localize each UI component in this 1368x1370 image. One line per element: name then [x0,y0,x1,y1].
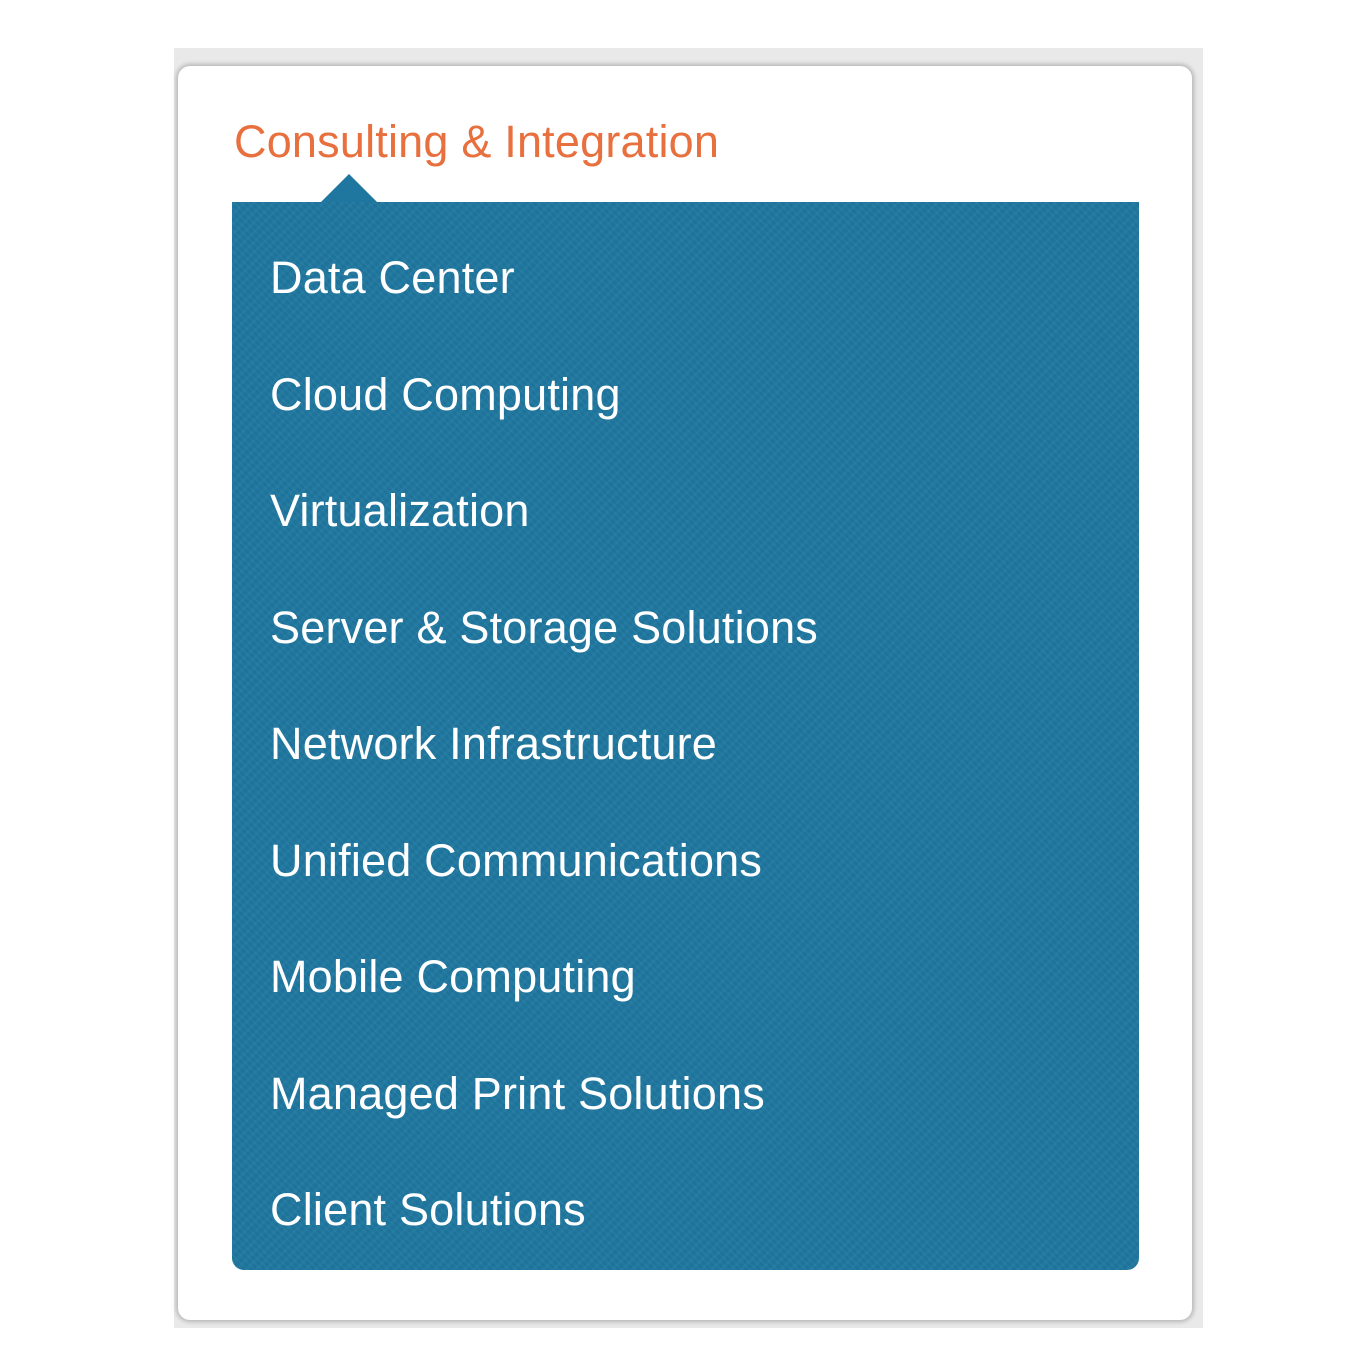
menu-item-label: Network Infrastructure [270,718,718,770]
menu-item-label: Mobile Computing [270,951,636,1003]
menu-item-cloud-computing[interactable]: Cloud Computing [232,337,1139,454]
menu-title-link[interactable]: Consulting & Integration [234,116,720,167]
menu-item-unified-communications[interactable]: Unified Communications [232,803,1139,920]
menu-item-label: Managed Print Solutions [270,1067,765,1119]
panel-pointer-arrow [320,174,378,203]
menu-item-label: Data Center [270,252,515,304]
submenu-list: Data Center Cloud Computing Virtualizati… [232,202,1139,1269]
menu-item-managed-print-solutions[interactable]: Managed Print Solutions [232,1036,1139,1153]
menu-item-server-storage-solutions[interactable]: Server & Storage Solutions [232,570,1139,687]
menu-item-virtualization[interactable]: Virtualization [232,453,1139,570]
menu-item-client-solutions[interactable]: Client Solutions [232,1152,1139,1269]
menu-item-mobile-computing[interactable]: Mobile Computing [232,919,1139,1036]
menu-item-network-infrastructure[interactable]: Network Infrastructure [232,686,1139,803]
menu-item-data-center[interactable]: Data Center [232,220,1139,337]
dropdown-card: Consulting & Integration Data Center Clo… [178,66,1192,1320]
menu-item-label: Unified Communications [270,834,763,886]
menu-item-label: Cloud Computing [270,368,621,420]
menu-item-label: Virtualization [270,485,530,537]
menu-item-label: Server & Storage Solutions [270,601,818,653]
submenu-panel: Data Center Cloud Computing Virtualizati… [232,202,1139,1270]
menu-item-label: Client Solutions [270,1184,586,1236]
